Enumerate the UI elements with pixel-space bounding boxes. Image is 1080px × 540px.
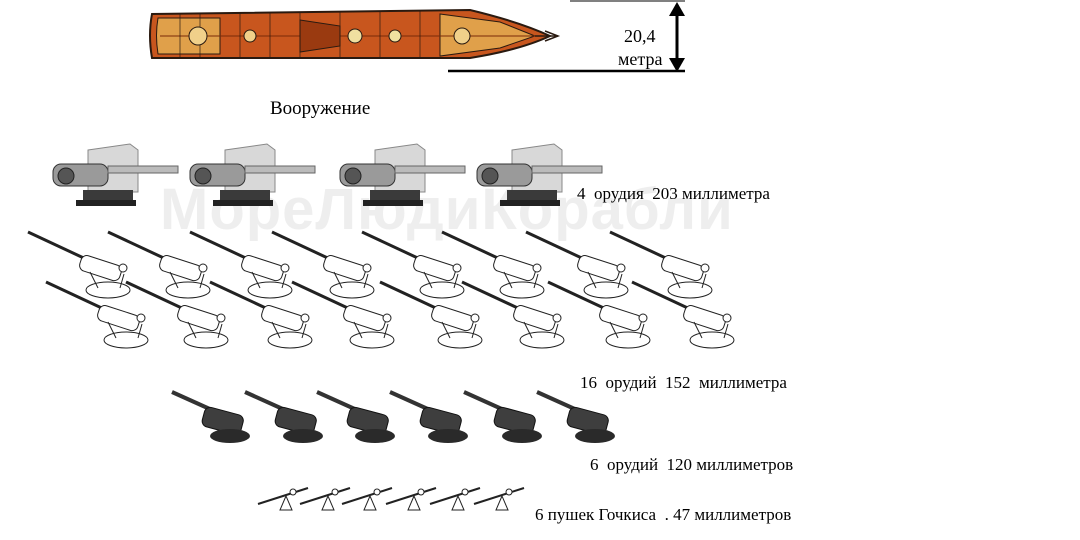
hotchkiss-gun-icon xyxy=(341,487,393,511)
medium-gun-icon xyxy=(536,390,615,443)
section-title: Вооружение xyxy=(270,98,371,119)
armament-120-label: 6 орудий 120 миллиметров xyxy=(590,455,794,474)
hotchkiss-gun-icon xyxy=(299,487,351,511)
heavy-turret-gun-icon xyxy=(189,143,316,206)
deck-gun-icon xyxy=(125,280,229,349)
deck-gun-icon xyxy=(441,230,545,299)
deck-gun-icon xyxy=(461,280,565,349)
medium-gun-icon xyxy=(244,390,323,443)
armament-152-label: 16 орудий 152 миллиметра xyxy=(580,373,787,392)
dimension-unit: метра xyxy=(618,49,663,69)
deck-gun-icon xyxy=(107,230,211,299)
deck-gun-icon xyxy=(45,280,149,349)
deck-gun-icon xyxy=(547,280,651,349)
armament-47-label: 6 пушек Гочкиса . 47 миллиметров xyxy=(535,505,792,524)
deck-gun-icon xyxy=(189,230,293,299)
hotchkiss-gun-icon xyxy=(257,487,309,511)
heavy-turret-gun-icon xyxy=(52,143,179,206)
deck-gun-icon xyxy=(361,230,465,299)
hotchkiss-gun-icon xyxy=(473,487,525,511)
hotchkiss-gun-icon xyxy=(385,487,437,511)
dimension-value: 20,4 xyxy=(624,26,656,46)
heavy-turret-gun-icon xyxy=(476,143,603,206)
medium-gun-icon xyxy=(389,390,468,443)
deck-gun-icon xyxy=(525,230,629,299)
medium-gun-icon xyxy=(463,390,542,443)
deck-gun-icon xyxy=(27,230,131,299)
deck-gun-icon xyxy=(209,280,313,349)
hotchkiss-gun-icon xyxy=(429,487,481,511)
medium-gun-icon xyxy=(316,390,395,443)
deck-gun-icon xyxy=(609,230,713,299)
ship-plan-image xyxy=(149,8,561,59)
heavy-turret-gun-icon xyxy=(339,143,466,206)
dimension-lines xyxy=(448,0,685,73)
deck-gun-icon xyxy=(271,230,375,299)
medium-gun-icon xyxy=(171,390,250,443)
deck-gun-icon xyxy=(631,280,735,349)
armament-203-label: 4 орудия 203 миллиметра xyxy=(577,184,770,203)
deck-gun-icon xyxy=(291,280,395,349)
deck-gun-icon xyxy=(379,280,483,349)
